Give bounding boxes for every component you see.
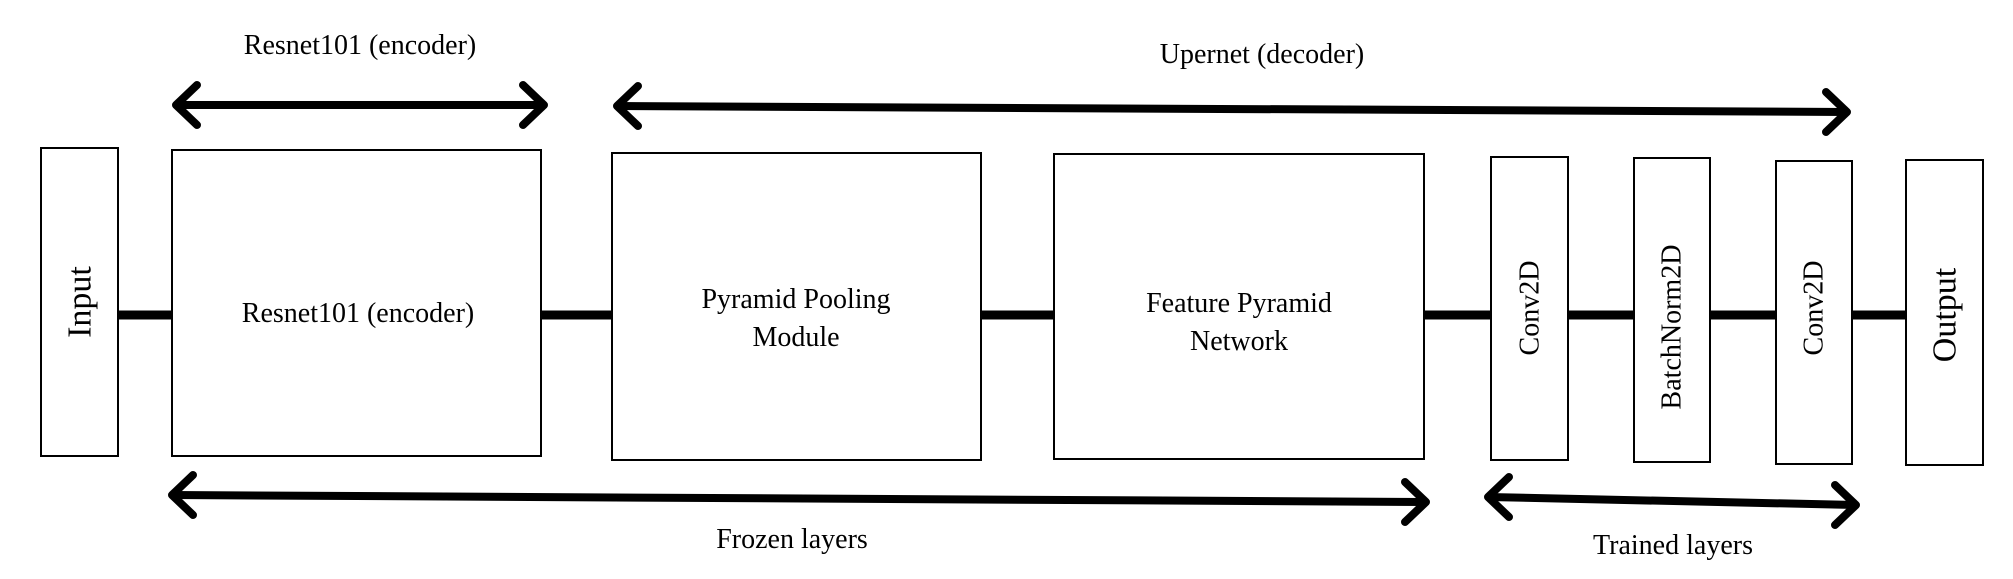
batchnorm2d-block: BatchNorm2D [1633, 157, 1711, 463]
encoder-block: Resnet101 (encoder) [171, 149, 542, 457]
encoder-block-label: Resnet101 (encoder) [242, 298, 474, 329]
output-label: Output [1927, 267, 1964, 362]
output-block: Output [1905, 159, 1984, 466]
ppm-label-line2: Module [752, 322, 839, 353]
decoder-span-label: Upernet (decoder) [1160, 39, 1364, 70]
trained-span-arrow [1484, 473, 1860, 529]
fpn-label-line2: Network [1190, 326, 1288, 357]
frozen-span-label: Frozen layers [716, 524, 868, 555]
decoder-span-arrow [613, 82, 1851, 136]
input-block: Input [40, 147, 119, 457]
conv2d-block-1: Conv2D [1490, 156, 1569, 461]
conv2d-2-label: Conv2D [1799, 261, 1830, 356]
batchnorm2d-label: BatchNorm2D [1657, 245, 1688, 410]
trained-span-label: Trained layers [1593, 530, 1753, 561]
conv2d-block-2: Conv2D [1775, 160, 1853, 465]
encoder-span-arrow [172, 81, 548, 129]
frozen-span-arrow [168, 471, 1430, 526]
feature-pyramid-network-block: Feature Pyramid Network [1053, 153, 1425, 460]
input-label: Input [62, 266, 99, 338]
ppm-label-line1: Pyramid Pooling [701, 284, 890, 315]
encoder-span-label: Resnet101 (encoder) [244, 30, 476, 61]
fpn-label-line1: Feature Pyramid [1146, 288, 1332, 319]
pyramid-pooling-module-block: Pyramid Pooling Module [611, 152, 982, 461]
conv2d-1-label: Conv2D [1515, 261, 1546, 356]
